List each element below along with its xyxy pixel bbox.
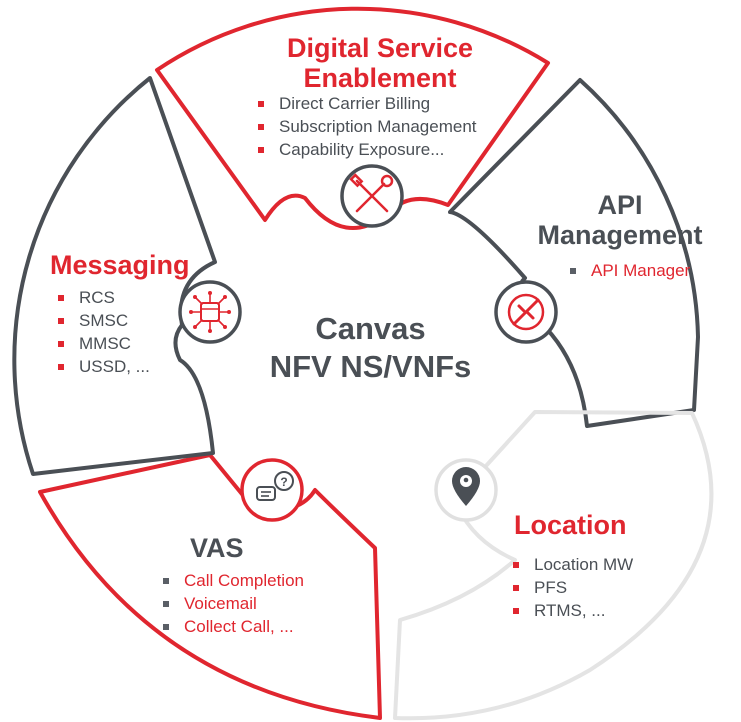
list-item: Subscription Management bbox=[255, 115, 477, 138]
list-item: API Manager bbox=[567, 259, 690, 282]
segment-location-outline bbox=[393, 410, 714, 721]
digital-service-list: Direct Carrier Billing Subscription Mana… bbox=[255, 92, 477, 161]
list-item: Direct Carrier Billing bbox=[255, 92, 477, 115]
center-title: Canvas NFV NS/VNFs bbox=[0, 310, 741, 386]
location-title: Location bbox=[514, 510, 627, 540]
vas-title: VAS bbox=[190, 533, 244, 563]
api-management-title-line2: Management bbox=[537, 220, 703, 250]
api-management-title: API Management bbox=[520, 190, 720, 250]
digital-service-title-line1: Digital Service bbox=[286, 33, 474, 63]
center-title-line1: Canvas bbox=[315, 311, 426, 346]
messaging-title: Messaging bbox=[50, 250, 190, 280]
list-item: USSD, ... bbox=[55, 355, 150, 378]
messaging-list: RCS SMSC MMSC USSD, ... bbox=[55, 286, 150, 378]
digital-service-title: Digital Service Enablement bbox=[260, 33, 500, 93]
list-item: Capability Exposure... bbox=[255, 138, 477, 161]
list-item: Collect Call, ... bbox=[160, 615, 304, 638]
center-title-line2: NFV NS/VNFs bbox=[269, 349, 472, 384]
vas-list: Call Completion Voicemail Collect Call, … bbox=[160, 569, 304, 638]
segment-api-management-outline bbox=[448, 78, 700, 428]
list-item: RTMS, ... bbox=[510, 599, 633, 622]
list-item: RCS bbox=[55, 286, 150, 309]
api-management-title-line1: API bbox=[597, 190, 643, 220]
segment-digital-service-outline bbox=[155, 6, 550, 230]
location-list: Location MW PFS RTMS, ... bbox=[510, 553, 633, 622]
list-item: MMSC bbox=[55, 332, 150, 355]
list-item: SMSC bbox=[55, 309, 150, 332]
list-item: Call Completion bbox=[160, 569, 304, 592]
location-pin-icon bbox=[434, 458, 498, 522]
api-management-list: API Manager bbox=[567, 259, 690, 282]
plug-connect-icon bbox=[494, 280, 558, 344]
list-item: Voicemail bbox=[160, 592, 304, 615]
chat-question-icon: ? bbox=[240, 458, 304, 522]
message-hub-icon bbox=[178, 280, 242, 344]
digital-service-title-line2: Enablement bbox=[303, 63, 457, 93]
list-item: Location MW bbox=[510, 553, 633, 576]
tools-icon bbox=[340, 164, 404, 228]
svg-text:?: ? bbox=[280, 475, 287, 489]
list-item: PFS bbox=[510, 576, 633, 599]
